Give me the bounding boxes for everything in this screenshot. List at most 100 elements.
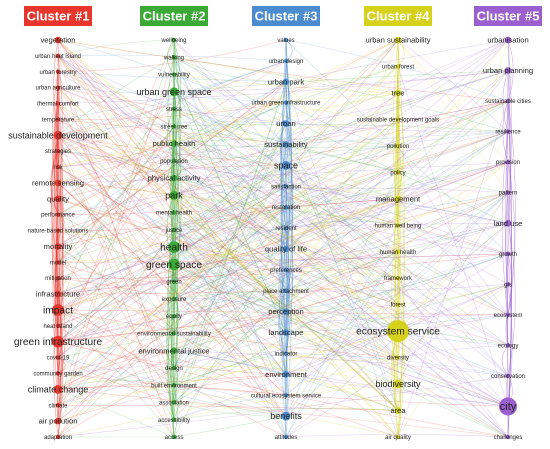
node-urban-heat-island[interactable] (55, 53, 61, 59)
node-gis[interactable] (505, 282, 511, 287)
node-design[interactable] (171, 365, 177, 371)
node-satisfaction[interactable] (283, 184, 289, 189)
node-urbanisation[interactable] (504, 36, 512, 44)
node-association[interactable] (171, 400, 177, 405)
node-justice[interactable] (171, 227, 177, 233)
node-human-health[interactable] (395, 249, 401, 254)
node-pollution[interactable] (395, 143, 401, 149)
node-impact[interactable] (52, 304, 64, 316)
node-accessibility[interactable] (171, 417, 177, 422)
node-ecosystem[interactable] (505, 312, 511, 318)
node-stress[interactable] (171, 106, 177, 112)
node-challenges[interactable] (505, 434, 511, 440)
node-covid-19[interactable] (55, 355, 61, 360)
node-place-attachment[interactable] (283, 288, 289, 293)
node-climate[interactable] (55, 403, 61, 408)
node-population[interactable] (171, 158, 177, 164)
node-environmental-sustainability[interactable] (171, 331, 177, 336)
node-land-use[interactable] (504, 219, 512, 227)
node-adaptation[interactable] (55, 434, 61, 440)
node-perception[interactable] (282, 308, 290, 315)
node-community-garden[interactable] (55, 371, 61, 376)
node-vegetation[interactable] (54, 36, 62, 44)
node-urban-green-space[interactable] (169, 87, 179, 97)
node-exposure[interactable] (171, 296, 177, 302)
node-tree[interactable] (394, 89, 402, 97)
node-values[interactable] (283, 37, 289, 43)
node-biodiversity[interactable] (393, 379, 403, 389)
node-temperature[interactable] (55, 117, 61, 122)
node-green-space[interactable] (168, 258, 180, 271)
node-physical-activity[interactable] (170, 174, 178, 182)
node-environmental-justice[interactable] (170, 347, 178, 354)
node-equity[interactable] (171, 313, 177, 319)
node-conservation[interactable] (505, 373, 511, 379)
node-public-health[interactable] (170, 140, 178, 147)
node-attitudes[interactable] (283, 434, 289, 440)
node-air-pollution[interactable] (54, 417, 62, 425)
node-pattern[interactable] (505, 190, 511, 195)
node-environment[interactable] (282, 371, 290, 378)
node-mortality[interactable] (54, 243, 62, 250)
node-ecosystem-service[interactable] (387, 320, 409, 343)
node-benefits[interactable] (281, 411, 291, 421)
node-urban-sustainability[interactable] (394, 36, 402, 44)
node-wellbeing[interactable] (171, 37, 177, 43)
node-walking[interactable] (171, 55, 177, 60)
node-park[interactable] (169, 190, 179, 200)
node-green[interactable] (171, 279, 177, 284)
node-cultural-ecosystem-service[interactable] (283, 393, 289, 398)
node-mitigation[interactable] (55, 276, 61, 281)
node-strategies[interactable] (55, 148, 61, 154)
node-city[interactable] (499, 397, 517, 416)
node-growth[interactable] (505, 251, 511, 256)
node-space[interactable] (281, 160, 291, 170)
node-forest[interactable] (395, 302, 401, 307)
node-urban-forest[interactable] (395, 64, 401, 69)
node-resident[interactable] (283, 225, 289, 231)
node-policy[interactable] (395, 170, 401, 175)
node-model[interactable] (55, 260, 61, 265)
node-sustainable-cities[interactable] (505, 98, 511, 104)
node-climate-change[interactable] (53, 384, 63, 394)
node-urban-design[interactable] (283, 58, 289, 64)
node-urban-planning[interactable] (504, 67, 512, 74)
node-quality[interactable] (54, 195, 62, 203)
node-management[interactable] (394, 195, 402, 203)
node-heat-island[interactable] (55, 323, 61, 329)
node-green-infrastructure[interactable] (52, 335, 64, 348)
node-preferences[interactable] (283, 267, 289, 273)
node-nature-based-solutions[interactable] (55, 228, 61, 233)
node-quality-of-life[interactable] (282, 245, 290, 253)
node-urban-park[interactable] (282, 78, 290, 86)
node-built-environment[interactable] (171, 383, 177, 388)
node-infrastructure[interactable] (54, 290, 62, 298)
node-area[interactable] (394, 407, 402, 414)
node-urban-agriculture[interactable] (55, 85, 61, 90)
node-risk[interactable] (55, 164, 61, 170)
node-indicator[interactable] (283, 351, 289, 356)
node-restoration[interactable] (283, 204, 289, 210)
node-remote-sensing[interactable] (54, 179, 62, 187)
node-sustainable-development[interactable] (53, 130, 63, 140)
node-performance[interactable] (55, 212, 61, 217)
node-access[interactable] (171, 434, 177, 440)
node-urban-forestry[interactable] (55, 69, 61, 74)
node-health[interactable] (168, 241, 180, 253)
node-landscape[interactable] (282, 329, 290, 336)
node-framework[interactable] (395, 276, 401, 281)
node-sustainability[interactable] (282, 141, 290, 148)
node-provision[interactable] (505, 159, 511, 165)
node-ecology[interactable] (505, 343, 511, 348)
node-urban[interactable] (282, 120, 290, 127)
node-thermal-comfort[interactable] (55, 101, 61, 106)
node-sustainable-development-goals[interactable] (395, 117, 401, 122)
node-diversity[interactable] (395, 355, 401, 360)
node-resilience[interactable] (505, 129, 511, 134)
node-human-well-being[interactable] (395, 223, 401, 228)
node-air-quality[interactable] (395, 434, 401, 440)
node-street-tree[interactable] (171, 124, 177, 129)
node-mental-health[interactable] (171, 210, 177, 215)
node-vulnerability[interactable] (171, 72, 177, 77)
node-urban-green-infrastructure[interactable] (283, 100, 289, 105)
